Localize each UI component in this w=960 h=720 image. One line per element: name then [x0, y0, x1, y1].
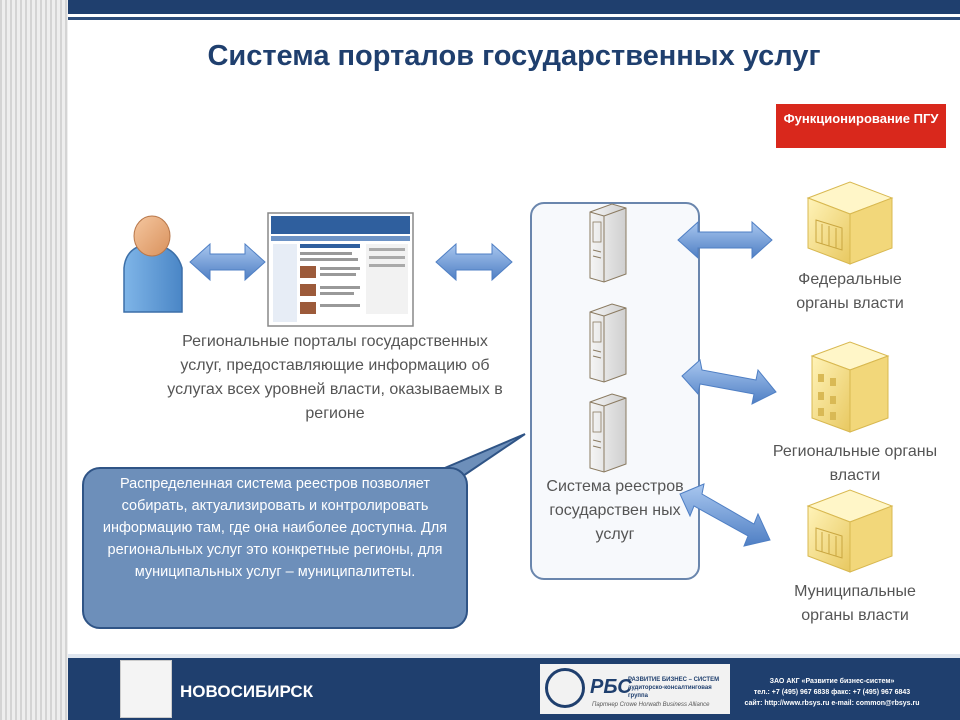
globe-icon [545, 668, 585, 708]
callout-note: Распределенная система реестров позволяе… [82, 467, 468, 629]
slide-title: Система порталов государственных услуг [207, 40, 821, 72]
regional-authorities-label: Региональные органы власти [772, 443, 938, 484]
portals-description: Региональные порталы государственных усл… [167, 333, 503, 422]
government-building-icon [806, 489, 894, 573]
person-icon [123, 215, 183, 313]
registry-label: Система реестров государствен ных услуг [546, 478, 684, 543]
municipal-authorities-label: Муниципальные органы власти [794, 583, 916, 624]
rbs-tagline: РАЗВИТИЕ БИЗНЕС – СИСТЕМ аудиторско-конс… [628, 677, 720, 699]
web-line: сайт: http://www.rbsys.ru e-mail: common… [744, 700, 920, 707]
rbs-partner: Партнер Crowe Horwath Business Alliance [592, 702, 710, 708]
phone-line: тел.: +7 (495) 967 6838 факс: +7 (495) 9… [753, 689, 911, 696]
server-icon [589, 203, 627, 283]
novosibirsk-coat-of-arms-icon [120, 660, 172, 718]
government-building-icon [810, 341, 890, 433]
double-arrow-icon [681, 359, 777, 405]
double-arrow-icon [435, 242, 513, 282]
federal-authorities-label: Федеральные органы власти [796, 271, 904, 312]
section-badge: Функционирование ПГУ [776, 104, 946, 148]
footer-bar [68, 654, 960, 720]
left-decorative-strip [0, 0, 68, 720]
rbs-name: РБС [590, 676, 632, 698]
top-bar [68, 0, 960, 20]
double-arrow-icon [189, 242, 266, 282]
company-name: ЗАО АКГ «Развитие бизнес-систем» [769, 678, 895, 685]
web-portal-screenshot [267, 212, 414, 327]
double-arrow-icon [679, 483, 771, 547]
city-name: НОВОСИБИРСК [180, 682, 314, 701]
contacts-block: ЗАО АКГ «Развитие бизнес-систем» тел.: +… [732, 676, 932, 709]
government-building-icon [806, 181, 894, 265]
server-icon [589, 303, 627, 383]
server-icon [589, 393, 627, 473]
double-arrow-icon [677, 220, 773, 260]
